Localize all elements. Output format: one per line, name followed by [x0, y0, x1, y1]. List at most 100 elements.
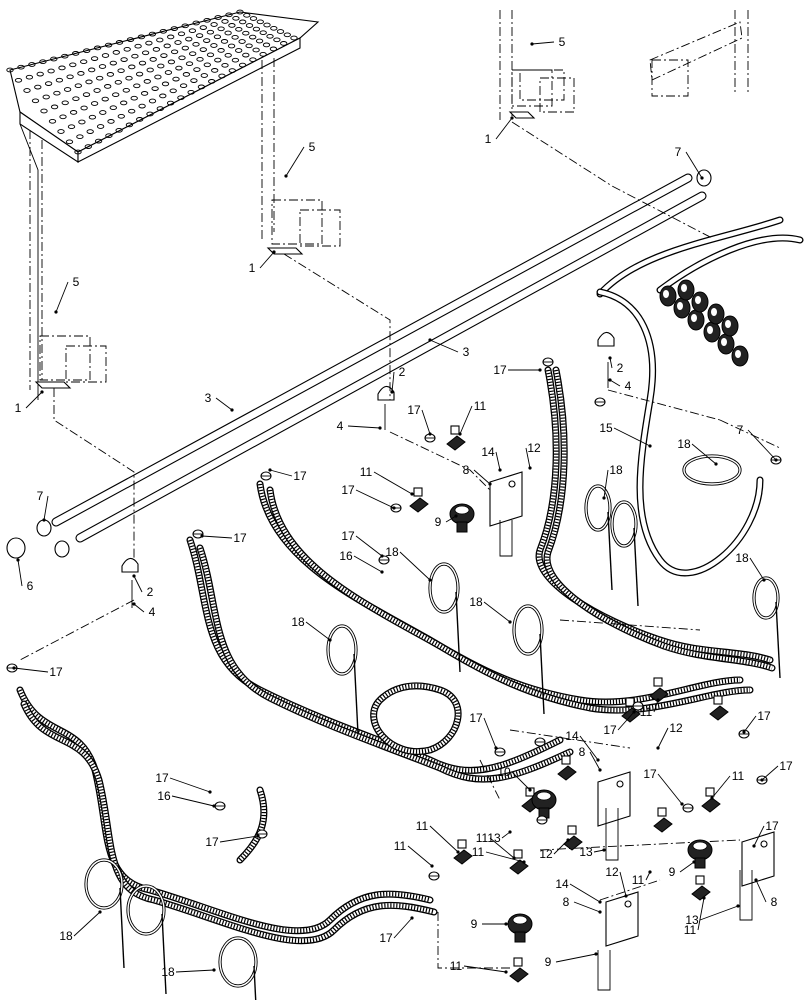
perforation-hole [63, 87, 72, 92]
leader-dot [596, 758, 600, 762]
perforation-hole [72, 96, 80, 102]
callout-leader [463, 965, 507, 973]
perforation-hole [99, 110, 107, 115]
coil-tail [455, 591, 461, 673]
perforation-hole [14, 77, 23, 83]
leader-dot [608, 356, 612, 360]
perforation-hole [218, 73, 226, 79]
callout-leader [657, 773, 683, 805]
callout-label: 2 [617, 361, 624, 375]
callout-leader [133, 603, 145, 613]
coiled-tube-core [585, 485, 611, 531]
elbow-nut [561, 755, 571, 765]
perforation-hole [197, 84, 206, 90]
callout-label: 11 [474, 399, 487, 413]
perforation-hole [199, 25, 207, 30]
callout-leader [679, 861, 695, 873]
callout-label: 17 [205, 835, 219, 849]
callout-label: 11 [640, 705, 653, 719]
callout-label: 3 [463, 345, 470, 359]
bracket-hole [616, 780, 624, 788]
leader-dot [380, 554, 384, 558]
perforation-hole [80, 59, 88, 65]
perforation-hole [25, 74, 34, 80]
elbow-nut [653, 677, 663, 687]
leader-dot [410, 916, 414, 920]
leader-dot [594, 952, 598, 956]
perforation-hole [169, 88, 177, 94]
perforation-hole [185, 36, 193, 42]
perforation-hole [259, 51, 267, 57]
perforation-hole [66, 74, 74, 80]
leader-dot [656, 698, 660, 702]
callout-label: 13 [579, 845, 593, 859]
perforation-hole [232, 15, 240, 21]
perforation-hole [160, 53, 168, 58]
leader-dot [456, 850, 460, 854]
hose-body [267, 487, 753, 713]
perforation-hole [217, 26, 225, 32]
hose-body [371, 683, 461, 754]
leader-dot [522, 860, 526, 864]
perforation-hole [131, 53, 139, 59]
callout-label: 12 [605, 865, 619, 879]
callout-leader [355, 489, 395, 509]
perforation-hole [231, 34, 239, 40]
callout-leader [55, 281, 69, 313]
callout-leader [407, 845, 433, 867]
callout-leader [459, 405, 473, 435]
callout-leader [445, 515, 457, 523]
perforation-hole [228, 68, 236, 73]
perforation-hole [74, 83, 82, 89]
callout-label: 4 [337, 419, 344, 433]
callout-leader [169, 777, 211, 793]
hose-outline [535, 366, 774, 664]
tube-end-caps [6, 169, 712, 559]
perforation-hole [93, 88, 101, 93]
perforation-hole [112, 92, 120, 98]
callout-leader [353, 555, 383, 573]
perforation-hole [181, 23, 189, 29]
leader-dot [208, 790, 212, 794]
leader-dot [256, 834, 260, 838]
leader-dot [566, 838, 570, 842]
callout-label: 2 [399, 365, 406, 379]
callout-label: 18 [385, 545, 399, 559]
elbow-fitting [691, 885, 711, 901]
leader-dot [42, 518, 46, 522]
long-tubes [51, 173, 707, 543]
leader-dot [428, 338, 432, 342]
frame-upright-right [499, 10, 749, 120]
perforation-hole [192, 20, 200, 26]
leader-dot [230, 408, 234, 412]
hose-outline [543, 366, 776, 672]
hose-body [536, 367, 773, 663]
hose-body [544, 367, 775, 671]
leader-dot [702, 896, 706, 900]
perforation-hole [146, 111, 154, 117]
callout-label: 13 [487, 831, 501, 845]
perforation-hole [59, 114, 67, 120]
perforation-hole [145, 40, 153, 46]
perforation-hole [78, 119, 86, 125]
perforation-hole [187, 89, 195, 95]
callout-label: 17 [341, 529, 355, 543]
leader-dot [284, 174, 288, 178]
callout-label: 11 [416, 819, 429, 833]
elbow-fitting [509, 967, 529, 983]
leader-dot [454, 514, 458, 518]
coil-tail [161, 913, 167, 995]
hose-outline [186, 536, 564, 774]
perforation-hole [120, 57, 128, 62]
perforated-platform [6, 9, 320, 400]
perforation-hole [117, 113, 125, 119]
leader-dot [430, 864, 434, 868]
leader-dot [742, 730, 746, 734]
coiled-tube-core [611, 501, 637, 547]
leader-dot [392, 506, 396, 510]
coil-tail [607, 511, 613, 591]
perforation-hole [104, 42, 113, 48]
elbow-fitting [653, 817, 673, 833]
perforation-hole [6, 67, 14, 73]
